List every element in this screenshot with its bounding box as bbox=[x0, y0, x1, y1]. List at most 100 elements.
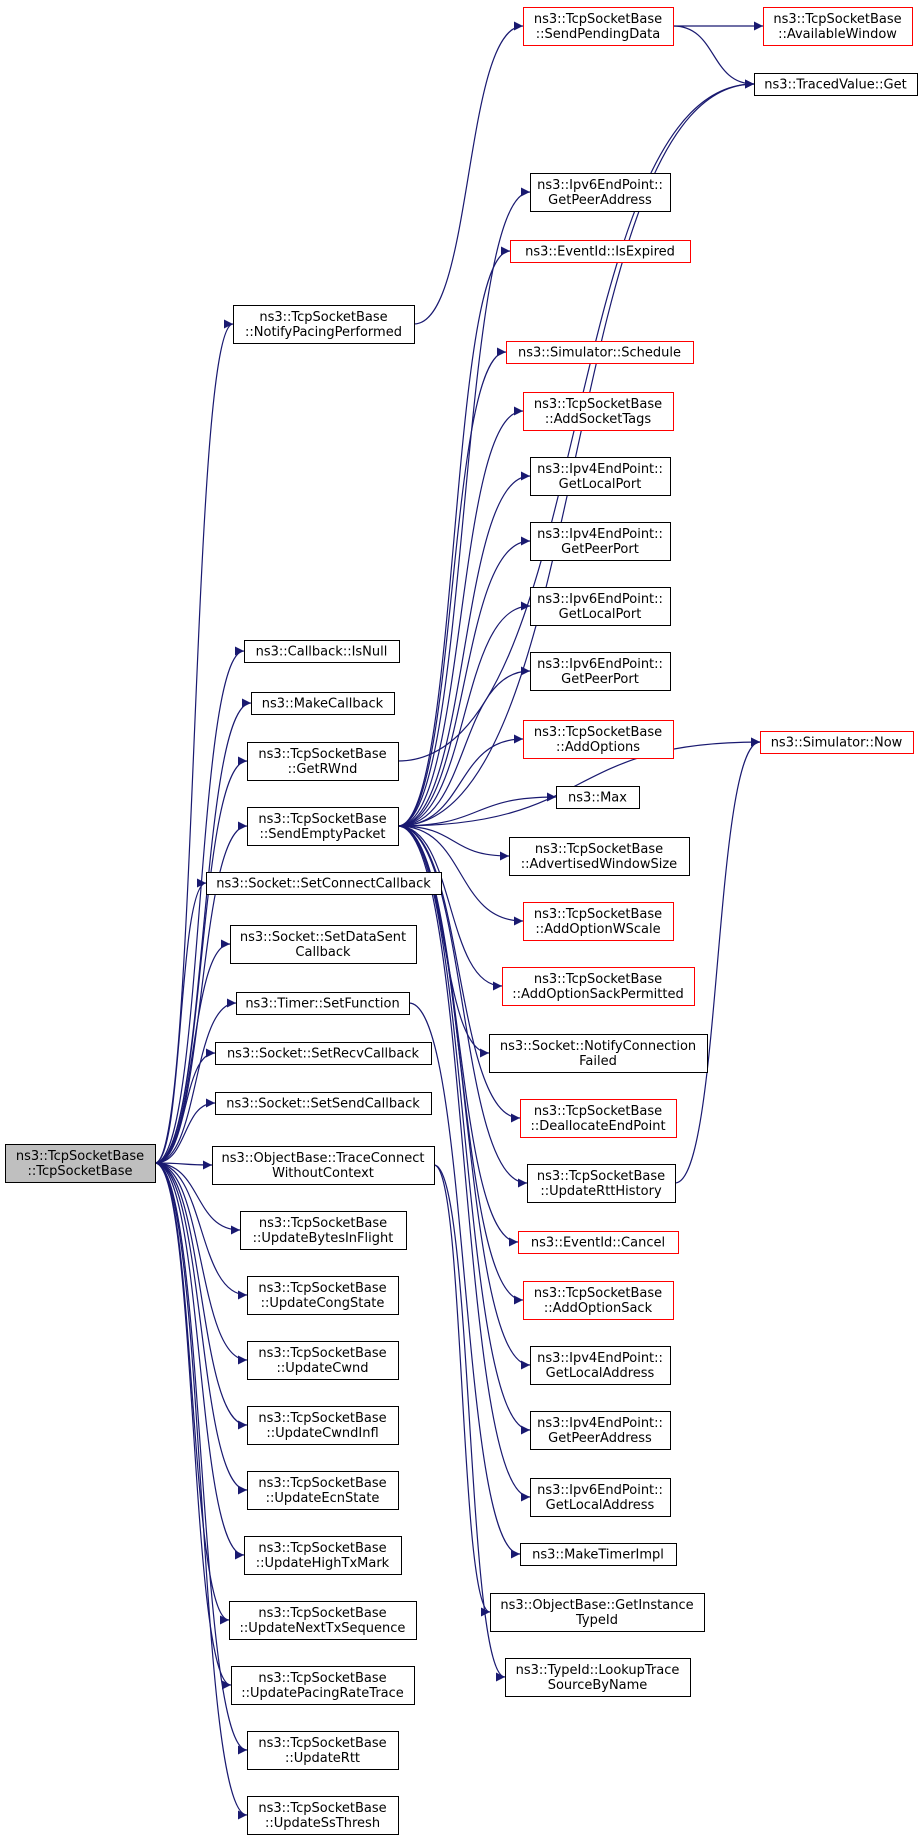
node-updCongState[interactable]: ns3::TcpSocketBase::UpdateCongState bbox=[247, 1276, 399, 1315]
node-updSsThresh-label-line-2: ::UpdateSsThresh bbox=[265, 1816, 380, 1831]
node-setRecvCb[interactable]: ns3::Socket::SetRecvCallback bbox=[215, 1042, 432, 1065]
edge-root-to-callbackIsNull bbox=[154, 646, 245, 1164]
node-updCwnd[interactable]: ns3::TcpSocketBase::UpdateCwnd bbox=[247, 1341, 399, 1380]
edge-root-to-updSsThresh bbox=[154, 1162, 248, 1820]
node-setConnectCb[interactable]: ns3::Socket::SetConnectCallback bbox=[206, 872, 442, 895]
node-tracedGet[interactable]: ns3::TracedValue::Get bbox=[754, 73, 918, 96]
edge-sendEmpty-to-ipv4GetPeerPort bbox=[397, 536, 531, 827]
node-getRWnd-label-line-1: ns3::TcpSocketBase bbox=[258, 747, 386, 762]
node-updRttHistory-label-line-1: ns3::TcpSocketBase bbox=[537, 1169, 665, 1184]
node-makeCallback[interactable]: ns3::MakeCallback bbox=[251, 692, 395, 715]
node-ipv6GetLocalPort-label-line-1: ns3::Ipv6EndPoint:: bbox=[537, 592, 663, 607]
node-setDataSentCb-label-line-1: ns3::Socket::SetDataSent bbox=[240, 930, 406, 945]
node-addOptionWScale[interactable]: ns3::TcpSocketBase::AddOptionWScale bbox=[523, 902, 674, 941]
node-ipv4GetPeerAddr[interactable]: ns3::Ipv4EndPoint::GetPeerAddress bbox=[530, 1411, 671, 1450]
node-addSocketTags[interactable]: ns3::TcpSocketBase::AddSocketTags bbox=[523, 392, 674, 431]
node-tracedGet-label-line-1: ns3::TracedValue::Get bbox=[764, 78, 906, 93]
node-addOptionSack-label-line-2: ::AddOptionSack bbox=[544, 1301, 653, 1316]
node-simNow[interactable]: ns3::Simulator::Now bbox=[760, 731, 914, 754]
edge-root-to-setRecvCb bbox=[154, 1048, 216, 1164]
node-addOptionSack[interactable]: ns3::TcpSocketBase::AddOptionSack bbox=[523, 1281, 674, 1320]
node-ipv4GetPeerPort[interactable]: ns3::Ipv4EndPoint::GetPeerPort bbox=[530, 522, 671, 561]
node-ipv6GetLocalAddr[interactable]: ns3::Ipv6EndPoint::GetLocalAddress bbox=[530, 1478, 671, 1517]
node-updSsThresh[interactable]: ns3::TcpSocketBase::UpdateSsThresh bbox=[247, 1796, 399, 1835]
node-updCwnd-label-line-2: ::UpdateCwnd bbox=[276, 1361, 368, 1376]
node-ipv4GetLocalPort-box bbox=[530, 457, 671, 496]
node-advWindow[interactable]: ns3::TcpSocketBase::AdvertisedWindowSize bbox=[509, 837, 690, 876]
node-addOptionWScale-box bbox=[523, 902, 674, 941]
node-setDataSentCb-label-line-2: Callback bbox=[295, 945, 351, 960]
node-setSendCb[interactable]: ns3::Socket::SetSendCallback bbox=[215, 1092, 432, 1115]
node-lookupTraceSource-label-line-2: SourceByName bbox=[548, 1678, 648, 1693]
node-updRttHistory[interactable]: ns3::TcpSocketBase::UpdateRttHistory bbox=[527, 1164, 676, 1203]
node-eventIsExpired-label-line-1: ns3::EventId::IsExpired bbox=[525, 245, 675, 260]
node-updEcnState-box bbox=[247, 1471, 399, 1510]
node-updCwndInfl[interactable]: ns3::TcpSocketBase::UpdateCwndInfl bbox=[247, 1406, 399, 1445]
node-sendEmpty-box bbox=[247, 807, 399, 846]
node-ipv6GetLocalPort[interactable]: ns3::Ipv6EndPoint::GetLocalPort bbox=[530, 587, 671, 626]
function-nodes: ns3::TcpSocketBase::TcpSocketBasens3::Tc… bbox=[5, 7, 918, 1835]
edge-root-to-updEcnState bbox=[154, 1162, 248, 1495]
node-updNextTxSeq[interactable]: ns3::TcpSocketBase::UpdateNextTxSequence bbox=[229, 1601, 417, 1640]
node-updBytesInFlight[interactable]: ns3::TcpSocketBase::UpdateBytesInFlight bbox=[240, 1211, 407, 1250]
node-getRWnd[interactable]: ns3::TcpSocketBase::GetRWnd bbox=[247, 742, 399, 781]
node-ipv6GetPeerAddr[interactable]: ns3::Ipv6EndPoint::GetPeerAddress bbox=[530, 173, 671, 212]
node-sendPending-box bbox=[523, 7, 674, 46]
node-notifyConnFailed-box bbox=[489, 1034, 708, 1073]
node-eventCancel[interactable]: ns3::EventId::Cancel bbox=[518, 1231, 679, 1254]
node-notifyPacing[interactable]: ns3::TcpSocketBase::NotifyPacingPerforme… bbox=[233, 305, 415, 344]
node-callbackIsNull[interactable]: ns3::Callback::IsNull bbox=[244, 640, 400, 663]
node-updRtt[interactable]: ns3::TcpSocketBase::UpdateRtt bbox=[247, 1731, 399, 1770]
edge-sendEmpty-to-simNow bbox=[397, 737, 761, 827]
node-setRecvCb-box bbox=[215, 1042, 432, 1065]
node-setRecvCb-label-line-1: ns3::Socket::SetRecvCallback bbox=[227, 1047, 420, 1062]
node-deallocEndPoint[interactable]: ns3::TcpSocketBase::DeallocateEndPoint bbox=[520, 1099, 677, 1138]
edge-sendEmpty-to-ipv6GetPeerPort bbox=[397, 666, 531, 827]
node-simNow-box bbox=[760, 731, 914, 754]
node-setConnectCb-box bbox=[206, 872, 442, 895]
edge-root-to-updHighTxMark bbox=[154, 1162, 245, 1560]
edge-sendEmpty-to-tracedGet bbox=[397, 79, 755, 827]
node-addOptionSackPerm[interactable]: ns3::TcpSocketBase::AddOptionSackPermitt… bbox=[502, 967, 695, 1006]
node-updHighTxMark[interactable]: ns3::TcpSocketBase::UpdateHighTxMark bbox=[244, 1536, 402, 1575]
node-root[interactable]: ns3::TcpSocketBase::TcpSocketBase bbox=[5, 1144, 156, 1183]
node-max[interactable]: ns3::Max bbox=[556, 786, 640, 809]
node-ipv6GetPeerPort[interactable]: ns3::Ipv6EndPoint::GetPeerPort bbox=[530, 652, 671, 691]
node-addSocketTags-label-line-2: ::AddSocketTags bbox=[545, 412, 651, 427]
node-eventIsExpired[interactable]: ns3::EventId::IsExpired bbox=[510, 240, 691, 263]
node-updBytesInFlight-box bbox=[240, 1211, 407, 1250]
node-updPacingRate[interactable]: ns3::TcpSocketBase::UpdatePacingRateTrac… bbox=[231, 1666, 415, 1705]
node-updRttHistory-label-line-2: ::UpdateRttHistory bbox=[540, 1184, 662, 1199]
node-ipv4GetPeerAddr-box bbox=[530, 1411, 671, 1450]
node-ipv4GetLocalPort[interactable]: ns3::Ipv4EndPoint::GetLocalPort bbox=[530, 457, 671, 496]
node-makeTimerImpl[interactable]: ns3::MakeTimerImpl bbox=[520, 1543, 677, 1566]
node-simSchedule[interactable]: ns3::Simulator::Schedule bbox=[506, 341, 694, 364]
node-traceConnect-label-line-1: ns3::ObjectBase::TraceConnect bbox=[221, 1151, 424, 1166]
node-addOptionSack-label-line-1: ns3::TcpSocketBase bbox=[534, 1286, 662, 1301]
edge-root-to-setSendCb bbox=[154, 1098, 216, 1164]
node-notifyPacing-label-line-2: ::NotifyPacingPerformed bbox=[245, 325, 402, 340]
node-ipv4GetLocalAddr[interactable]: ns3::Ipv4EndPoint::GetLocalAddress bbox=[530, 1346, 671, 1385]
node-setSendCb-box bbox=[215, 1092, 432, 1115]
node-availWindow-box bbox=[763, 7, 913, 46]
node-updEcnState[interactable]: ns3::TcpSocketBase::UpdateEcnState bbox=[247, 1471, 399, 1510]
node-timerSetFunction[interactable]: ns3::Timer::SetFunction bbox=[236, 992, 410, 1015]
node-sendPending[interactable]: ns3::TcpSocketBase::SendPendingData bbox=[523, 7, 674, 46]
edge-sendEmpty-to-ipv4GetPeerAddr bbox=[397, 825, 531, 1435]
node-ipv6GetLocalAddr-box bbox=[530, 1478, 671, 1517]
node-sendEmpty-label-line-2: ::SendEmptyPacket bbox=[260, 827, 386, 842]
node-max-box bbox=[556, 786, 640, 809]
node-updCwnd-box bbox=[247, 1341, 399, 1380]
node-addOptions[interactable]: ns3::TcpSocketBase::AddOptions bbox=[523, 720, 674, 759]
node-makeCallback-box bbox=[251, 692, 395, 715]
node-traceConnect[interactable]: ns3::ObjectBase::TraceConnectWithoutCont… bbox=[212, 1146, 435, 1185]
node-availWindow[interactable]: ns3::TcpSocketBase::AvailableWindow bbox=[763, 7, 913, 46]
node-sendEmpty[interactable]: ns3::TcpSocketBase::SendEmptyPacket bbox=[247, 807, 399, 846]
edge-root-to-notifyPacing bbox=[154, 319, 234, 1164]
node-traceConnect-box bbox=[212, 1146, 435, 1185]
edge-sendEmpty-to-updRttHistory bbox=[397, 825, 528, 1188]
